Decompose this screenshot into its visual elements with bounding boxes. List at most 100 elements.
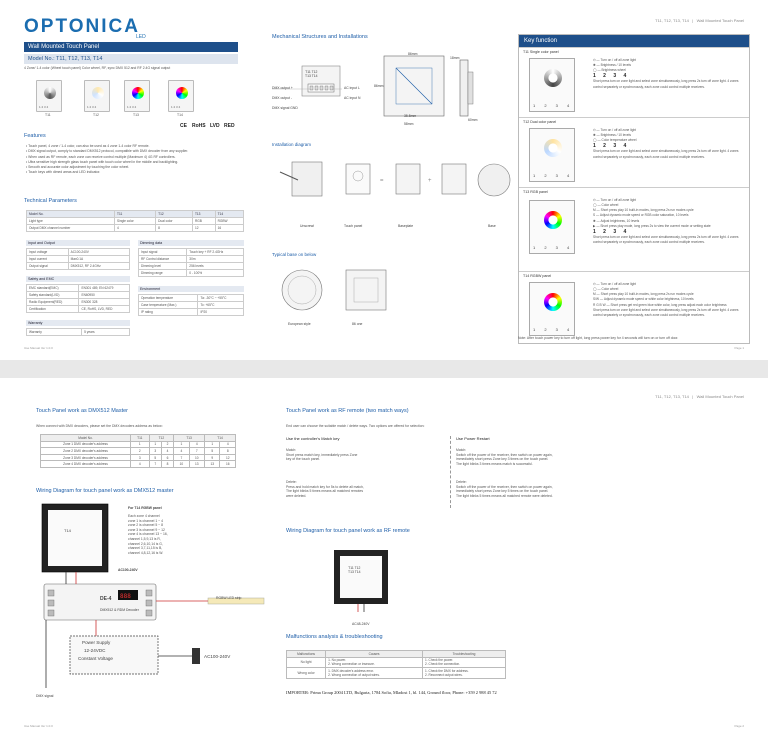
table-cell: Dimming range	[137, 269, 188, 277]
thumb-keys: 1 2 3 4	[127, 105, 137, 109]
installation-drawing: = +	[279, 161, 511, 197]
device-keys: 1 2 3 4	[533, 103, 574, 108]
table-cell: 16	[214, 224, 245, 232]
table-cell: EN60950	[78, 291, 130, 299]
rgb-wheel-icon	[544, 211, 562, 229]
table-cell: 4	[188, 440, 206, 449]
cert-rohs: RoHS	[192, 123, 206, 129]
table-header: T11	[113, 210, 157, 218]
zone-keys: 1 2 3 4	[593, 143, 630, 150]
install-title: Installation diagram	[272, 142, 312, 147]
panel-t14: T14 RGBW panel 1 2 3 4 ⏻ — Turn on / off…	[519, 271, 749, 343]
col2-delete: Delete: Switch off the power of the rece…	[456, 480, 696, 498]
table-cell: 9	[204, 453, 221, 462]
mech-title: Mechanical Structures and Installations	[272, 34, 368, 40]
table-cell: 4	[219, 440, 236, 449]
table-cell: CE, RoHS, LVD, RED	[78, 305, 130, 313]
table-cell: Light type	[26, 217, 115, 225]
dmx-address-table: Model No. T11 T12 T13 T14 Zone 1 DMX dec…	[40, 434, 236, 468]
zone-keys: 1 2 3 4	[593, 228, 630, 235]
column-divider	[450, 436, 451, 508]
table-header: Model No.	[26, 210, 115, 218]
key-line: S — Adjust dynamic mode speed or RGB col…	[593, 213, 689, 218]
key-line: S/W — Adjust dynamic mode speed or white…	[593, 297, 694, 302]
key-function-panel: Key function T11 Single color panel 1 2 …	[518, 34, 750, 344]
table-cell: 5	[204, 447, 221, 455]
dim-box: 60mm	[468, 118, 478, 122]
table-cell: IP rating	[137, 308, 199, 316]
table-cell: Ta: -30°C ~ +55°C	[197, 294, 244, 302]
panel-t11: T11 Single color panel 1 2 3 4 ⏻ — Turn …	[519, 47, 749, 117]
term-label-gnd: DMX signal GND	[272, 106, 298, 110]
t14-channel-list: Each zone 4 channel zone 1 is channel 1 …	[128, 514, 208, 555]
table-cell: 8	[219, 447, 236, 455]
decoder-sub: DMX512 & RDM Decoder	[100, 608, 139, 612]
device-image: 1 2 3 4	[529, 128, 575, 182]
thumb-keys: 1 2 3 4	[39, 105, 49, 109]
feature-item: • Touch keys with dimed areas and LED in…	[26, 170, 101, 175]
key-line: ⏻ — Turn on / off all zone light	[593, 282, 637, 286]
panel-t12: T12 Dual color panel 1 2 3 4 ⏻ — Turn on…	[519, 117, 749, 187]
dmx-wiring-diagram: 888	[41, 503, 265, 688]
table-cell: 4	[113, 224, 157, 232]
table-cell: 2	[130, 447, 150, 455]
table-cell: 5 years	[81, 328, 130, 336]
table-cell: 1. No power. 2. Wrong connection or inse…	[325, 656, 423, 669]
panel-key-lines: ⏻ — Turn on / off all zone light ✺ — Bri…	[593, 58, 748, 90]
dmx-title: Touch Panel work as DMX512 Master	[36, 408, 129, 414]
table-header: T12	[155, 210, 193, 218]
table-cell: Tc: +65°C	[197, 301, 244, 309]
strip-label: RGBW LED strip	[216, 596, 242, 600]
table-cell: 1. DMX decoder's address error. 2. Wrong…	[325, 667, 423, 679]
table-cell: Zone 4 DMX decoder's address	[40, 460, 131, 468]
table-row: Radio Equipment(RED)EN300 328	[25, 298, 130, 306]
thumb-label-t13: T13	[133, 113, 139, 117]
channel-line: zone 1 is channel 1 ~ 4	[128, 518, 163, 523]
dmx-intro: When connect with DMX decoders, please s…	[36, 424, 163, 428]
table-header: T14	[214, 210, 245, 218]
table-cell: Certification	[25, 305, 80, 313]
text-line: Delete:	[456, 480, 467, 484]
table-header: T11	[130, 434, 150, 442]
table-cell: Output DMX channel number	[26, 224, 115, 232]
panel-note: Short press turn on zone light and selec…	[593, 234, 739, 244]
key-line: ✺ — Brightness / 10 levels	[593, 133, 631, 138]
dim-depth: 18mm	[450, 56, 460, 60]
key-line: R G B W — Short press get red green blue…	[593, 302, 727, 307]
brand-logo-sub: LED	[136, 34, 146, 40]
thumb-t12: 1 2 3 4	[84, 80, 110, 112]
rf-wiring-diagram	[334, 550, 388, 612]
term-label-dmx-minus: DMX output -	[272, 96, 292, 100]
panel-title: T11 Single color panel	[523, 50, 559, 54]
product-title: Wall Mounted Touch Panel	[24, 42, 238, 52]
table-cell: Dimming level	[137, 262, 188, 270]
thumb-keys: 1 2 3 4	[171, 105, 181, 109]
thumb-label-t12: T12	[93, 113, 99, 117]
col2-title: Use Power Restart	[456, 436, 490, 441]
table-row: EMC standard(EMC)EN301 489, EN 62479	[25, 284, 130, 292]
channel-line: channel 1,5,9,13 is R,	[128, 536, 161, 541]
box-title: Typical base on below	[272, 252, 317, 257]
features-title: Features	[24, 133, 46, 139]
text-line: Match:	[286, 448, 297, 452]
table-header: Malfunctions	[285, 650, 327, 658]
table-cell: 30m	[186, 255, 244, 263]
table-cell: AC100-240V	[67, 248, 131, 256]
term-label-ac-l: AC input L	[344, 86, 360, 90]
device-image: 1 2 3 4	[529, 58, 575, 112]
thumb-label-t14: T14	[177, 113, 183, 117]
malfunction-table: Malfunctions Causes Troubleshooting No l…	[285, 650, 507, 679]
text-line: Switch off the power of the receiver, th…	[456, 484, 553, 489]
header-series-2: T11, T12, T13, T14 | Wall Mounted Touch …	[655, 394, 744, 399]
page-1: T11, T12, T13, T14 | Wall Mounted Touch …	[0, 0, 768, 360]
col1-delete: Delete: Press and hold match key for 5s …	[286, 480, 446, 498]
psu-line-2: 12-24VDC	[84, 648, 106, 653]
rf-ac-label: AC48-240V	[352, 622, 370, 626]
text-line: Press and hold match key for 5s to delet…	[286, 484, 364, 489]
table-cell: 16	[219, 460, 236, 468]
table-row: Safety standard(LVD)EN60950	[25, 291, 130, 299]
